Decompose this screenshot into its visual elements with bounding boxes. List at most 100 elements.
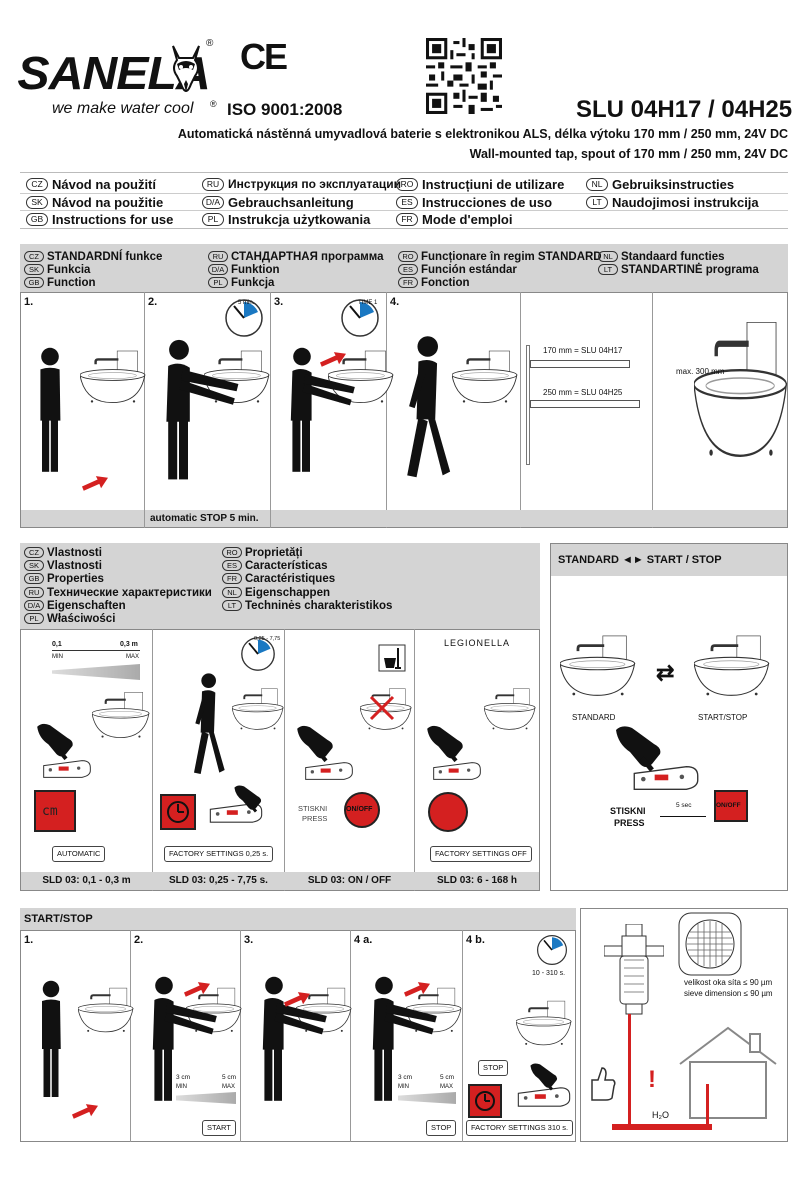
hand-icon (528, 1062, 564, 1092)
remote-control-icon (304, 760, 354, 782)
min-label: MIN (52, 654, 63, 660)
spout-250 (530, 400, 640, 408)
automatic-button[interactable]: AUTOMATIC (52, 846, 106, 862)
cross-icon (369, 695, 395, 721)
sink-illustration (484, 682, 536, 738)
person-reaching-icon (278, 316, 358, 506)
properties-caption-bar (21, 872, 539, 890)
sink-illustration (80, 330, 146, 426)
red-arrow-icon (82, 474, 108, 492)
spout-250-label: 250 mm = SLU 04H25 (543, 388, 623, 397)
range-left: 3 cm (176, 1074, 191, 1081)
red-arrow-icon (404, 980, 430, 998)
on-off-display (714, 790, 748, 822)
factory-settings-025-button[interactable]: FACTORY SETTINGS 0,25 s. (164, 846, 274, 862)
startstop-title: START/STOP (24, 913, 93, 925)
hand-icon (424, 724, 472, 764)
person-standing-icon (34, 316, 66, 506)
factory-settings-off-button[interactable]: FACTORY SETTINGS OFF (430, 846, 532, 862)
spout-170-label: 170 mm = SLU 04H17 (543, 346, 623, 355)
pipe-horizontal (612, 1124, 712, 1130)
cm-display (34, 790, 76, 832)
description-cz: Automatická nástěnná umyvadlová baterie … (177, 127, 788, 141)
standard-steps-panel (20, 292, 788, 528)
cm-display-label: cm (42, 804, 58, 819)
on-off-label: ON/OFF (716, 802, 741, 809)
stiskni-label: STISKNI (298, 804, 328, 813)
model-number: SLU 04H17 / 04H25 (576, 96, 793, 123)
step-number: 4 a. (354, 934, 373, 946)
standard-label: STANDARD (572, 713, 616, 722)
clock-icon (167, 801, 189, 823)
timer-icon (536, 934, 568, 966)
stop-button-2[interactable]: STOP (478, 1060, 509, 1076)
sink-illustration (92, 686, 150, 746)
clock-icon (475, 1091, 495, 1111)
sink-illustration (694, 322, 788, 462)
person-reaching-icon (152, 316, 242, 506)
range-max: 0,3 m (120, 641, 138, 648)
five-sec-label: 5 sec (676, 802, 692, 809)
max-label: MAX (440, 1084, 454, 1090)
range-left: 3 cm (398, 1074, 413, 1081)
sink-illustration (560, 624, 636, 710)
stiskni-label: STISKNI (610, 806, 646, 816)
standard-startstop-title: STANDARD ◄► START / STOP (558, 554, 722, 566)
step-number: 3. (274, 296, 284, 308)
caption: SLD 03: 6 - 168 h (436, 875, 518, 886)
max-height-label: max. 300 mm (676, 367, 725, 376)
water-label: H₂O (652, 1110, 669, 1120)
factory-settings-310-button[interactable]: FACTORY SETTINGS 310 s. (466, 1120, 574, 1136)
remote-control-icon (42, 758, 92, 780)
warning-mark: ! (648, 1066, 656, 1093)
person-reaching-icon (360, 950, 440, 1130)
on-off-display (344, 792, 380, 828)
on-off-label: ON/OFF (346, 806, 373, 813)
step-number: 2. (148, 296, 158, 308)
startstop-label: START/STOP (698, 713, 748, 722)
house-icon (679, 1026, 777, 1119)
ce-mark: CE (240, 36, 288, 77)
start-button[interactable]: START (202, 1120, 236, 1136)
timer-range: 0,25 - 7,75 (254, 636, 281, 642)
max-label: MAX (222, 1084, 236, 1090)
person-walking-icon (396, 312, 452, 508)
cleaning-bucket-icon (378, 644, 406, 672)
raccoon-mascot-icon (172, 45, 200, 92)
timer-label: TIME 1 (358, 300, 378, 306)
step-number: 2. (134, 934, 144, 946)
brand-slogan: we make water cool (52, 100, 194, 117)
hand-icon (294, 724, 342, 764)
red-arrow-icon (184, 980, 210, 998)
swap-arrows-icon: ⇄ (656, 660, 675, 685)
qr-code-icon (426, 38, 502, 114)
registered-mark: ® (206, 38, 214, 49)
person-standing-icon (36, 950, 66, 1130)
valve-filter-icon (604, 924, 664, 1015)
registered-mark-2: ® (210, 99, 217, 109)
range-right: 5 cm (440, 1074, 455, 1081)
spout-170 (530, 360, 630, 368)
stop-button[interactable]: STOP (426, 1120, 457, 1136)
